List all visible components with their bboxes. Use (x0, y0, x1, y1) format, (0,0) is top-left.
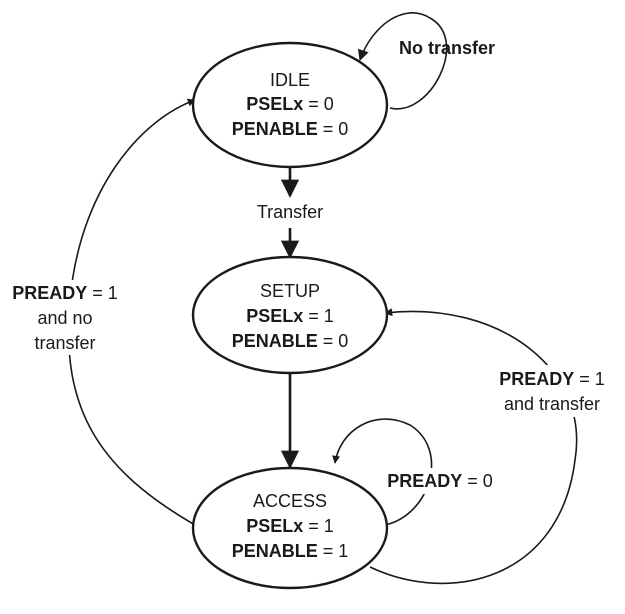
access-to-idle-label-bg (0, 280, 135, 355)
access-self-label-bg (375, 468, 505, 494)
state-setup-name: SETUP (260, 281, 320, 301)
label-access-to-idle-3: transfer (34, 333, 95, 353)
transfer-label-bg (245, 198, 335, 226)
access-to-setup-label-bg (485, 365, 620, 417)
state-idle-signal-2: PENABLE = 0 (232, 119, 349, 139)
access-self-loop-arrow (332, 418, 433, 526)
state-setup-signal-1: PSELx = 1 (246, 306, 334, 326)
state-idle-ellipse (191, 41, 389, 169)
state-idle: IDLE PSELx = 0 PENABLE = 0 (191, 41, 389, 169)
access-to-setup-arrow (369, 308, 578, 585)
label-access-to-idle-1: PREADY = 1 (12, 283, 118, 303)
label-transfer: Transfer (257, 202, 323, 222)
label-access-to-idle-2: and no (37, 308, 92, 328)
label-access-to-setup-2: and transfer (504, 394, 600, 414)
state-idle-signal-1: PSELx = 0 (246, 94, 334, 114)
state-access-signal-2: PENABLE = 1 (232, 541, 349, 561)
label-no-transfer: No transfer (399, 38, 495, 58)
label-access-self: PREADY = 0 (387, 471, 493, 491)
state-setup-signal-2: PENABLE = 0 (232, 331, 349, 351)
state-access-ellipse (191, 466, 389, 590)
label-access-to-setup-1: PREADY = 1 (499, 369, 605, 389)
state-idle-name: IDLE (270, 70, 310, 90)
state-access-signal-1: PSELx = 1 (246, 516, 334, 536)
state-setup: SETUP PSELx = 1 PENABLE = 0 (191, 255, 389, 375)
idle-self-loop-arrow (357, 12, 448, 110)
state-setup-ellipse (191, 255, 389, 375)
state-access: ACCESS PSELx = 1 PENABLE = 1 (191, 466, 389, 590)
state-access-name: ACCESS (253, 491, 327, 511)
